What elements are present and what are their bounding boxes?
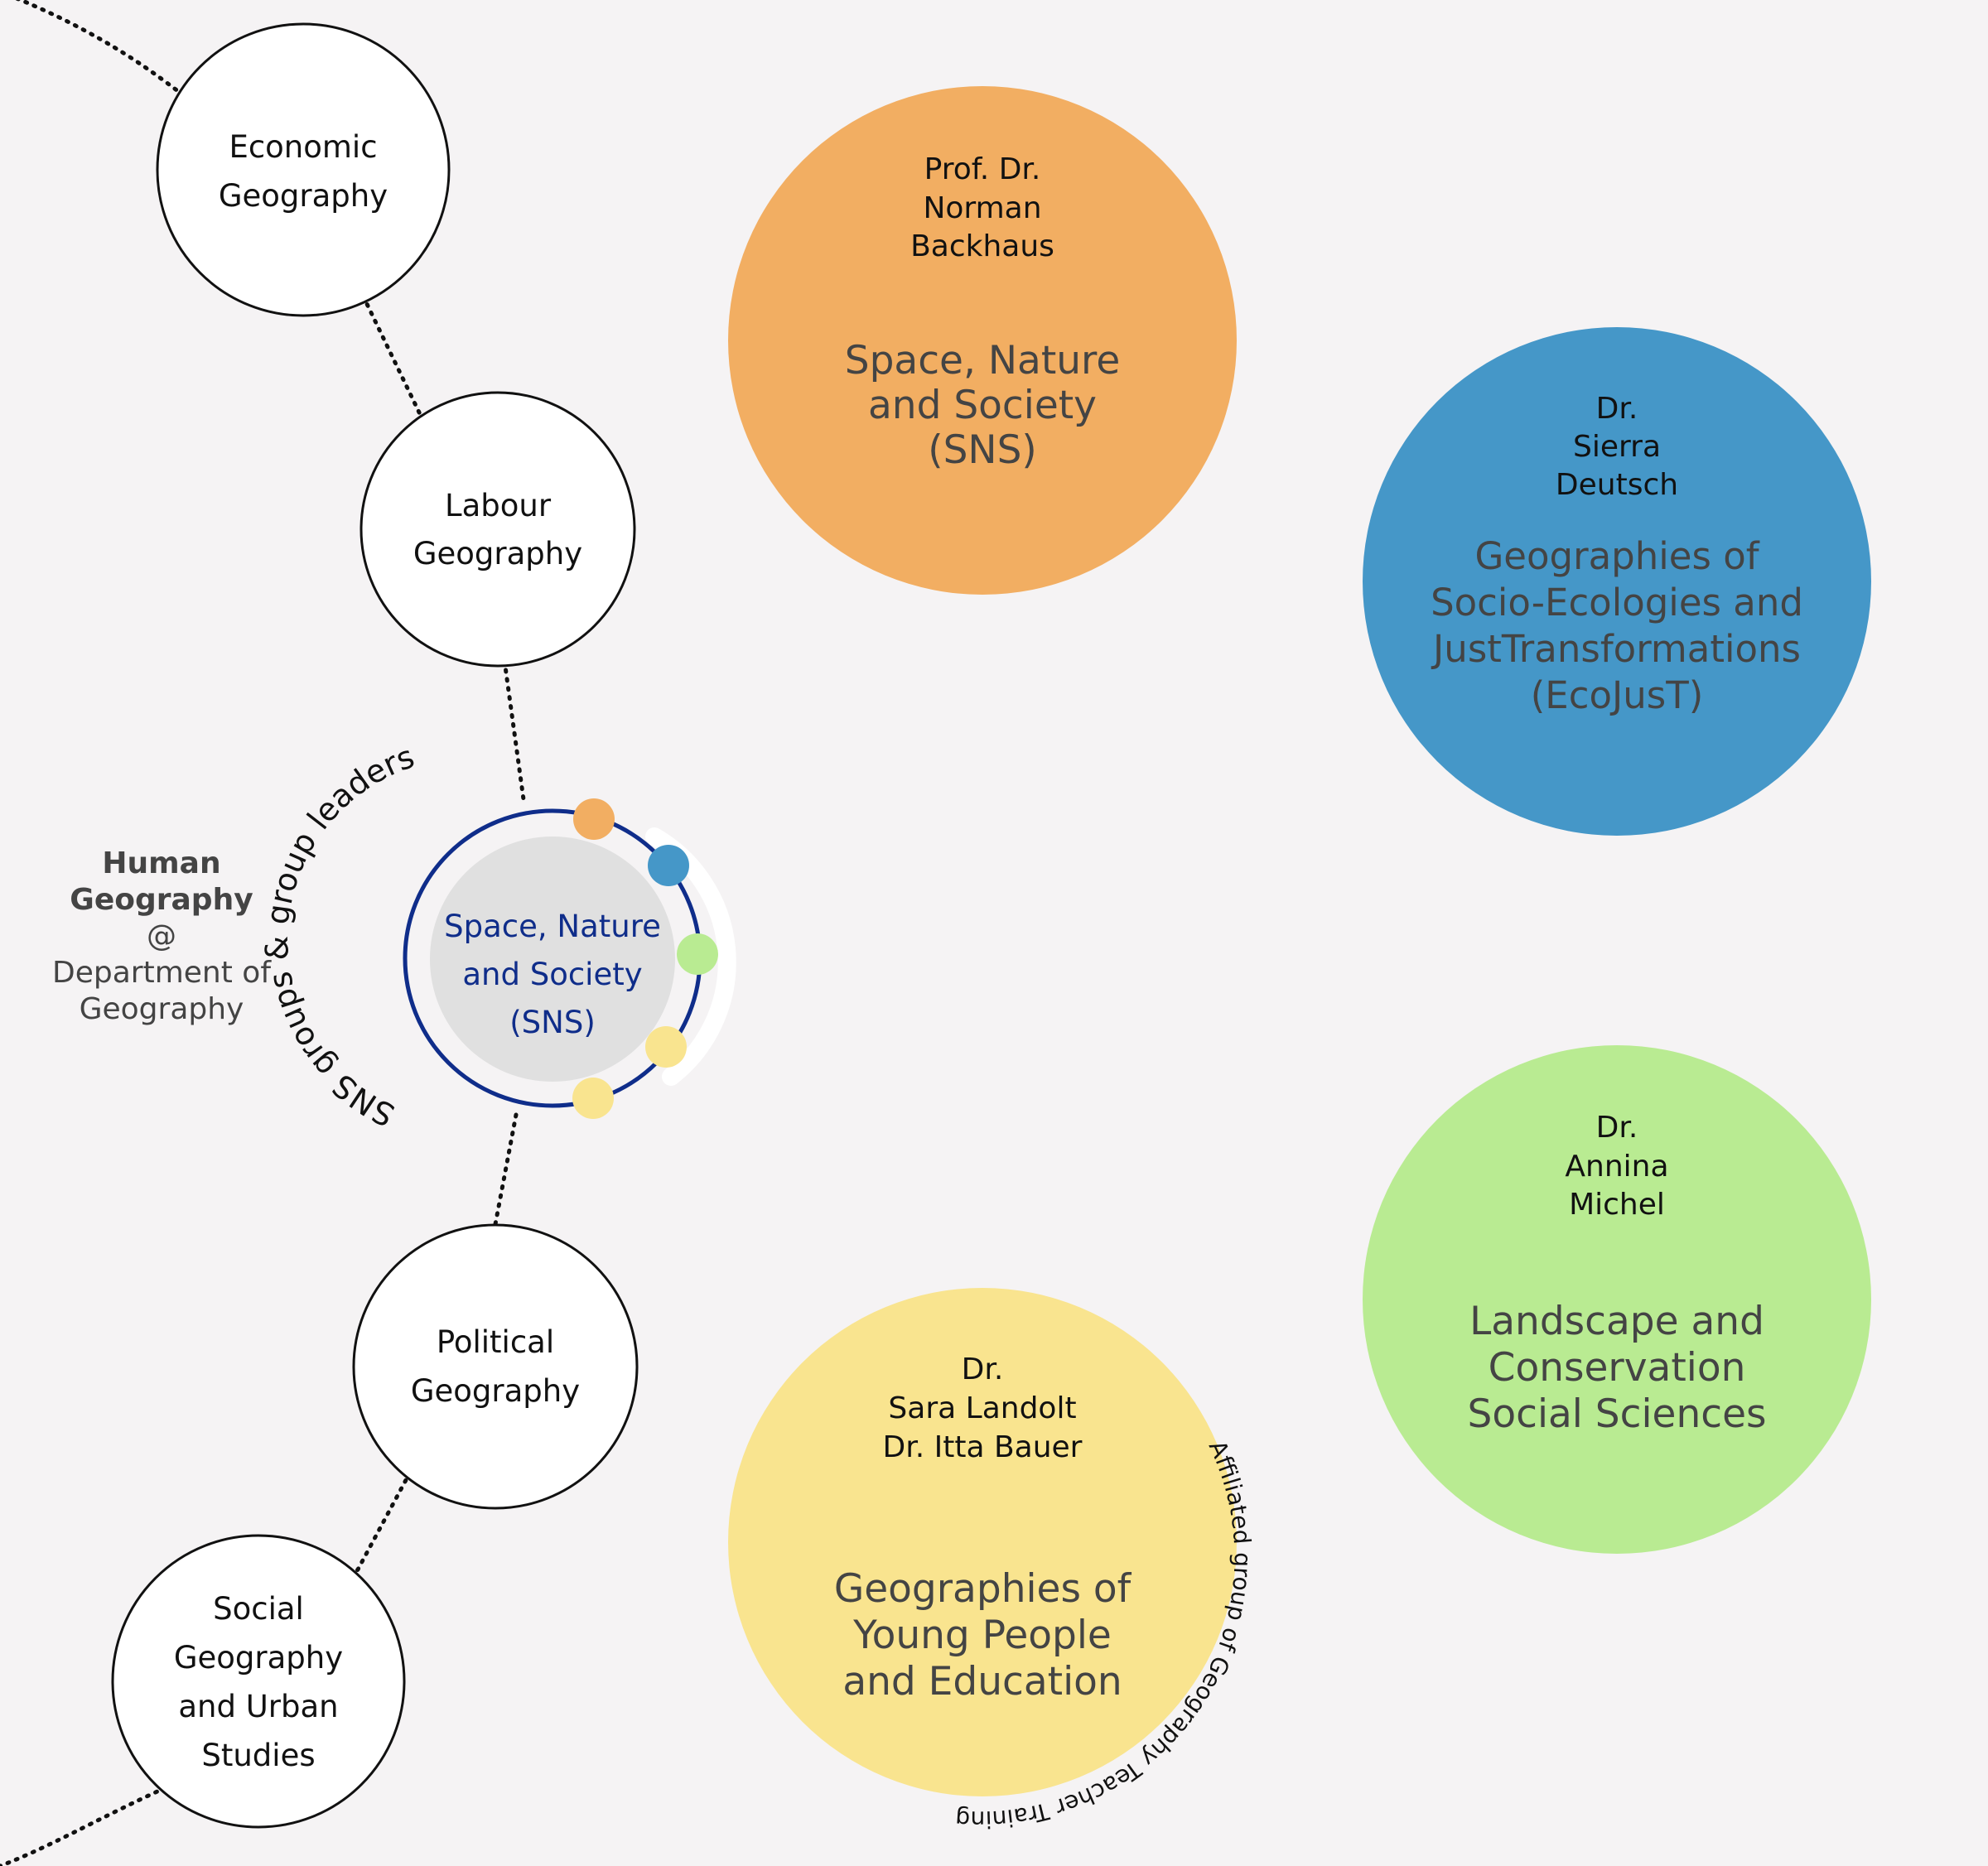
ring-node-economic-line-1: Economic: [229, 129, 377, 165]
group-young-people-name-line-3: and Education: [842, 1659, 1122, 1704]
group-dot-young-people-1[interactable]: [645, 1026, 687, 1068]
sns-hub-core: [430, 837, 675, 1082]
ring-node-social-line-1: Social: [213, 1591, 304, 1627]
group-circle-young-people[interactable]: Dr. Sara Landolt Dr. Itta Bauer Geograph…: [728, 1288, 1256, 1833]
ring-node-labour-line-1: Labour: [445, 488, 552, 523]
group-young-people-leader-line-1: Dr.: [962, 1352, 1004, 1386]
group-landscape-leader-line-1: Dr.: [1596, 1111, 1638, 1145]
group-ecojust-leader-line-2: Sierra: [1573, 430, 1661, 464]
ring-node-social[interactable]: Social Geography and Urban Studies: [111, 1534, 406, 1829]
group-young-people-leader-line-3: Dr. Itta Bauer: [883, 1430, 1083, 1464]
group-dot-ecojust[interactable]: [648, 845, 689, 886]
ring-node-social-line-3: and Urban: [178, 1689, 338, 1724]
sns-hub-line-1: Space, Nature: [444, 909, 661, 944]
group-circle-ecojust-fill: [1363, 327, 1871, 836]
group-ecojust-name-line-4: (EcoJusT): [1531, 673, 1704, 717]
group-ecojust-leader-line-3: Deutsch: [1556, 468, 1678, 502]
sns-hub[interactable]: Space, Nature and Society (SNS) SNS grou…: [258, 738, 736, 1133]
group-circle-landscape[interactable]: Dr. Annina Michel Landscape and Conserva…: [1363, 1045, 1871, 1554]
ring-node-political-line-2: Geography: [411, 1373, 580, 1409]
group-landscape-name-line-1: Landscape and: [1469, 1299, 1764, 1344]
ring-node-economic-line-2: Geography: [219, 178, 388, 214]
group-circle-sns-fill: [728, 86, 1237, 595]
group-landscape-name-line-3: Social Sciences: [1468, 1391, 1767, 1437]
sns-arc-label: SNS groups & group leaders: [258, 738, 419, 1133]
group-ecojust-leader-line-1: Dr.: [1596, 392, 1638, 426]
ring-node-social-line-4: Studies: [201, 1738, 315, 1773]
center-label: Human Geography @ Department of Geograph…: [52, 846, 272, 1026]
group-dot-sns[interactable]: [573, 798, 615, 840]
ring-node-labour-line-2: Geography: [413, 536, 582, 571]
center-subtitle-line-1: Department of: [52, 956, 272, 990]
ring-node-economic[interactable]: Economic Geography: [156, 22, 451, 317]
center-at: @: [147, 919, 176, 953]
group-landscape-leader-line-2: Annina: [1565, 1150, 1668, 1184]
group-landscape-name-line-2: Conservation: [1489, 1345, 1746, 1391]
group-landscape-leader-line-3: Michel: [1569, 1188, 1665, 1222]
group-circle-landscape-fill: [1363, 1045, 1871, 1554]
ring-node-political-line-1: Political: [437, 1324, 554, 1360]
group-dot-young-people-2[interactable]: [572, 1078, 614, 1119]
group-ecojust-name-line-3: JustTransformations: [1431, 627, 1801, 671]
sns-hub-line-2: and Society: [462, 957, 642, 992]
center-title-line-2: Geography: [70, 883, 253, 917]
group-sns-name-line-3: (SNS): [928, 427, 1037, 473]
group-circle-sns[interactable]: Prof. Dr. Norman Backhaus Space, Nature …: [728, 86, 1237, 595]
group-young-people-leader-line-2: Sara Landolt: [888, 1391, 1076, 1425]
group-circle-ecojust[interactable]: Dr. Sierra Deutsch Geographies of Socio-…: [1363, 327, 1871, 836]
group-ecojust-name-line-1: Geographies of: [1474, 534, 1759, 578]
group-sns-name-line-1: Space, Nature: [845, 338, 1121, 383]
group-ecojust-name-line-2: Socio-Ecologies and: [1431, 581, 1803, 624]
ring-node-political[interactable]: Political Geography: [352, 1223, 639, 1510]
center-subtitle-line-2: Geography: [80, 992, 244, 1026]
group-sns-leader-line-2: Norman: [923, 191, 1041, 225]
group-circle-young-people-fill: [728, 1288, 1237, 1796]
center-title-line-1: Human: [102, 846, 220, 880]
group-sns-name-line-2: and Society: [868, 383, 1097, 428]
group-young-people-name-line-2: Young People: [852, 1613, 1112, 1658]
group-young-people-name-line-1: Geographies of: [834, 1566, 1132, 1612]
sns-hub-line-3: (SNS): [509, 1005, 596, 1040]
ring-node-labour[interactable]: Labour Geography: [359, 391, 636, 668]
group-dot-landscape[interactable]: [677, 933, 718, 975]
sns-arc-label-path: SNS groups & group leaders: [258, 738, 419, 1133]
group-sns-leader-line-3: Backhaus: [910, 229, 1054, 263]
group-sns-leader-line-1: Prof. Dr.: [924, 152, 1041, 186]
ring-node-social-line-2: Geography: [174, 1640, 343, 1676]
